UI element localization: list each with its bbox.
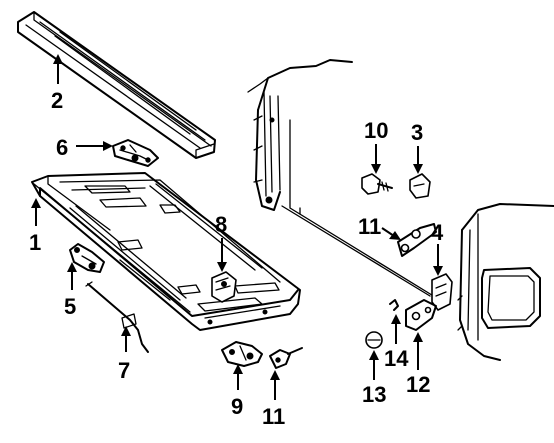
bed-side-panel-part [247,59,441,301]
callout-14: 14 [384,346,409,371]
callout-3: 3 [411,120,423,145]
striker-plate-part [397,223,437,257]
callout-5: 5 [64,294,76,319]
callout-2: 2 [51,88,63,113]
hinge-mount-part [69,243,105,273]
bolt-part [361,173,393,195]
latch-assembly-part [211,271,237,303]
callout-labels: 2 6 1 5 7 8 9 11 10 3 11 4 14 12 13 [29,88,444,429]
plug-part [365,331,383,349]
support-rod-part [85,281,149,353]
callout-8: 8 [215,212,227,237]
spring-clip-part [389,299,399,311]
latch-part [221,341,263,367]
callout-7: 7 [118,358,130,383]
callout-10: 10 [364,118,388,143]
striker-bracket-part [431,273,453,311]
callout-11-lower: 11 [262,404,285,429]
rod-fitting-part [269,347,303,369]
tailgate-cap-part [17,11,216,159]
bed-right-panel-part [457,203,554,361]
callout-4: 4 [431,220,444,245]
callout-13: 13 [362,382,386,407]
hinge-bracket-part [112,139,159,167]
clip-part [409,173,431,199]
callout-6: 6 [56,135,68,160]
callout-11-upper: 11 [358,214,381,239]
callout-1: 1 [29,230,41,255]
callout-leaders [31,54,443,400]
callout-9: 9 [231,394,243,419]
bracket-plate-part [405,299,437,331]
tailgate-panel-part [31,172,301,331]
callout-12: 12 [406,372,430,397]
